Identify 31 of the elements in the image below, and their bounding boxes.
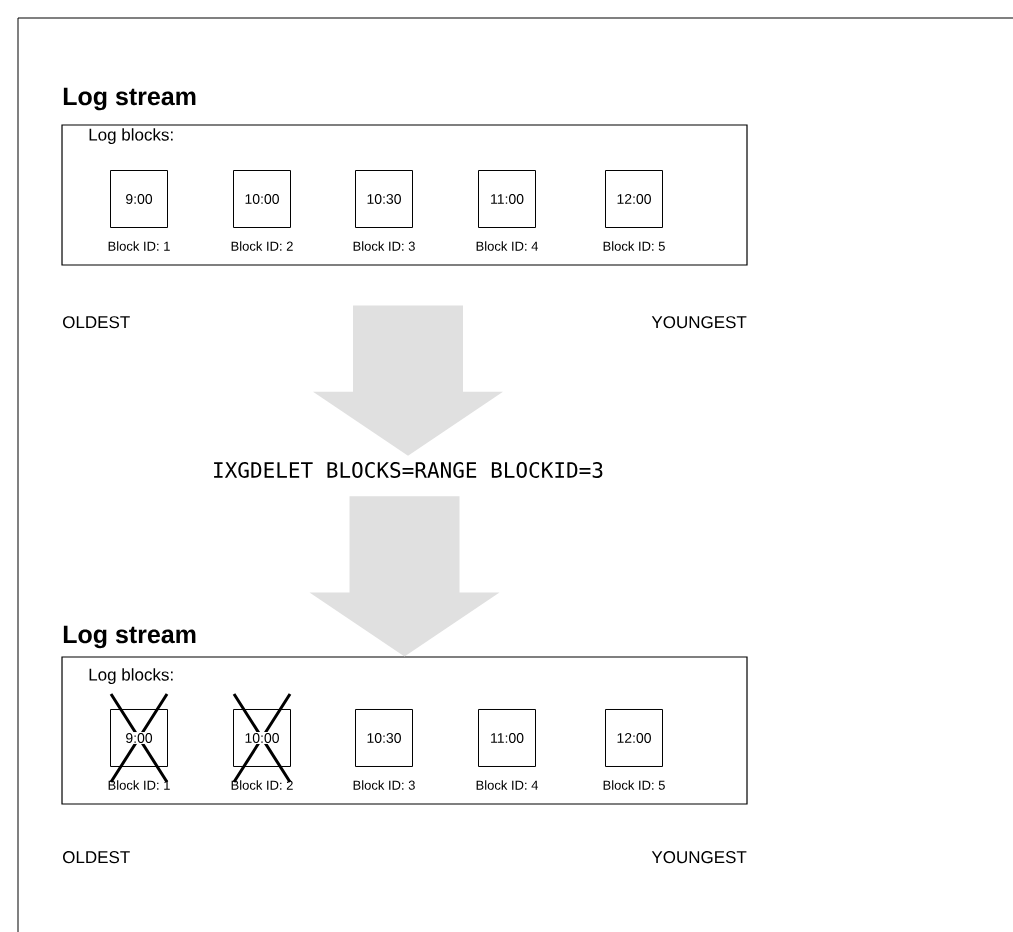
log-block: 9:00	[110, 170, 168, 228]
block-id-label: Block ID: 4	[476, 241, 539, 251]
block-id-label: Block ID: 5	[603, 241, 665, 251]
log-block: 11:00	[478, 709, 536, 767]
block-id-label: Block ID: 5	[603, 780, 665, 790]
block-id-label: Block ID: 3	[353, 780, 415, 790]
log-block: 10:00	[233, 709, 291, 767]
block-arrow	[313, 305, 503, 456]
block-id-label: Block ID: 1	[108, 780, 170, 790]
block-id-label: Block ID: 3	[353, 241, 415, 251]
block-id-label: Block ID: 4	[476, 780, 539, 790]
block-id-label: Block ID: 2	[231, 780, 293, 790]
log-block: 11:00	[478, 170, 536, 228]
end-label: YOUNGEST	[651, 851, 747, 864]
block-id-label: Block ID: 1	[108, 241, 170, 251]
log-block: 10:00	[233, 170, 291, 228]
command-text: IXGDELET BLOCKS=RANGE BLOCKID=3	[214, 462, 603, 478]
log-block: 12:00	[605, 170, 663, 228]
block-id-label: Block ID: 2	[231, 241, 293, 251]
heading: Log stream	[63, 87, 196, 111]
log-block: 12:00	[605, 709, 663, 767]
log-block: 10:30	[355, 170, 413, 228]
end-label: OLDEST	[63, 316, 130, 329]
end-label: OLDEST	[63, 851, 130, 864]
box-label: Log blocks:	[89, 128, 173, 145]
heading: Log stream	[63, 625, 196, 649]
log-block: 9:00	[110, 709, 168, 767]
log-block: 10:30	[355, 709, 413, 767]
box-label: Log blocks:	[89, 668, 173, 685]
end-label: YOUNGEST	[651, 316, 747, 329]
block-arrow	[309, 496, 500, 657]
